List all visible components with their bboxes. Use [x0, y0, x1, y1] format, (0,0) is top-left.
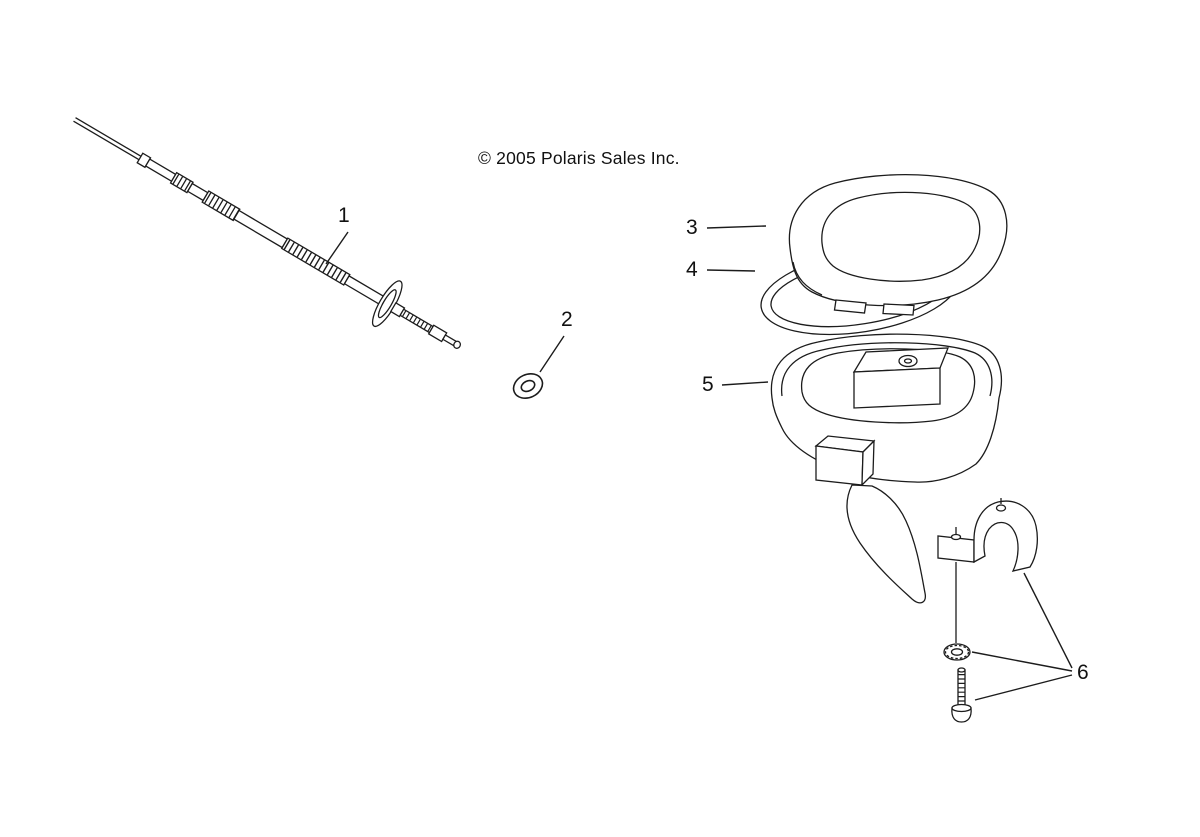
- callout-1: 1: [338, 204, 350, 227]
- lock-washer-drawing: [943, 643, 971, 661]
- screw-drawing: [951, 667, 972, 723]
- cable-clamp-drawing: [937, 498, 1038, 643]
- callout-4: 4: [686, 258, 698, 281]
- callout-3: 3: [686, 216, 698, 239]
- housing-drawing: [770, 333, 1002, 604]
- copyright-text: © 2005 Polaris Sales Inc.: [478, 148, 680, 168]
- callout-6: 6: [1077, 661, 1089, 684]
- washer-drawing: [512, 373, 544, 399]
- throttle-cable-drawing: [73, 117, 462, 349]
- callout-2: 2: [561, 308, 573, 331]
- thumb-lever-drawing: [846, 484, 926, 604]
- cover-drawing: [788, 174, 1008, 316]
- leader-lines: [325, 225, 1073, 701]
- callout-5: 5: [702, 373, 714, 396]
